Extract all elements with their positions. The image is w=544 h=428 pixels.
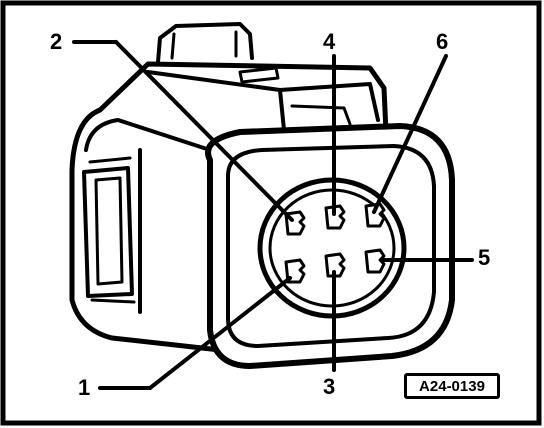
reference-code: A24-0139 (404, 373, 500, 399)
pin-terminal-6 (364, 202, 386, 228)
pin-terminal-3 (324, 252, 346, 278)
body-left-inner (84, 118, 212, 152)
leader-line-6 (372, 54, 448, 214)
pin-terminal-4 (324, 204, 346, 230)
pin-label-5: 5 (478, 245, 491, 270)
leader-line-2b (114, 40, 294, 222)
face-rim-inner (226, 144, 436, 348)
pin-label-6: 6 (436, 29, 449, 54)
pin-label-3: 3 (323, 374, 336, 399)
leader-lines (72, 40, 474, 390)
pin-label-1: 1 (78, 375, 91, 400)
body-top (97, 61, 389, 135)
latch-tab-inner (170, 30, 238, 60)
body-left (69, 107, 223, 353)
side-clip-inner (94, 176, 124, 286)
body-top-inner (146, 70, 380, 132)
pin-label-2: 2 (50, 29, 63, 54)
top-slot (238, 66, 280, 84)
body-rib (290, 104, 352, 126)
connector-housing (69, 22, 455, 369)
side-clip-ridges (88, 156, 136, 304)
latch-tab (156, 22, 254, 64)
leader-line-1 (148, 276, 292, 390)
pin-label-4: 4 (323, 29, 336, 54)
side-clip (82, 166, 134, 298)
